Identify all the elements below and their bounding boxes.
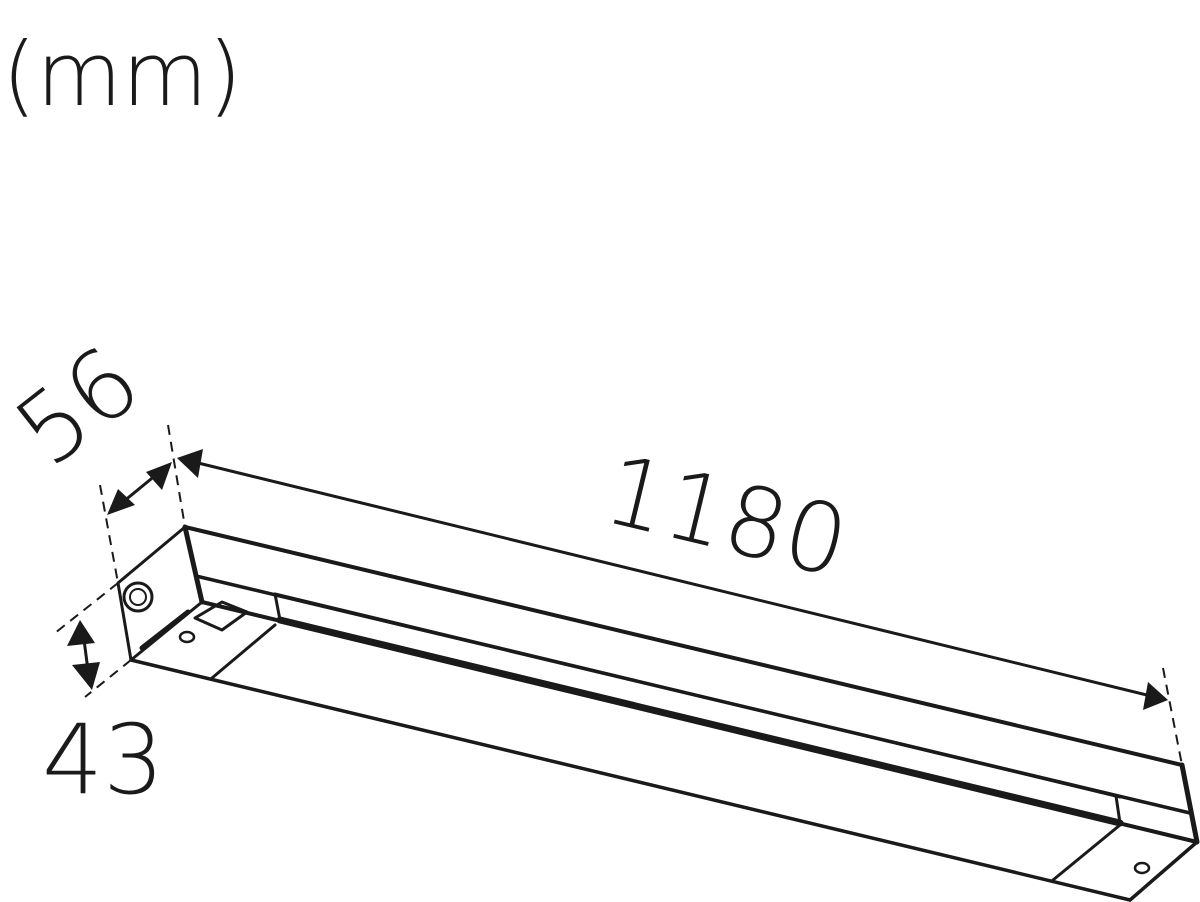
right-end-edge <box>1179 762 1200 845</box>
height-label: 43 <box>42 704 164 816</box>
length-dimension-line <box>189 459 1156 699</box>
width-label: 56 <box>0 325 160 488</box>
screw-icon <box>1133 861 1151 875</box>
units-label: (mm) <box>2 23 242 126</box>
arrowhead <box>1143 682 1168 710</box>
screw-icon <box>178 630 196 644</box>
top-edge <box>183 525 1184 767</box>
bottom-back-edge <box>129 658 1132 902</box>
diffuser-top-line <box>273 592 1122 799</box>
brand-text-mark <box>139 609 191 651</box>
length-label: 1180 <box>595 433 859 599</box>
arrowhead <box>107 489 135 515</box>
dimension-lines <box>54 424 1183 766</box>
front-bottom-edge <box>200 600 1199 844</box>
arrowhead <box>146 462 172 490</box>
arrowhead <box>67 620 95 646</box>
end-edge <box>182 524 205 605</box>
luminaire-outline <box>116 524 1200 902</box>
arrowhead <box>72 662 100 690</box>
logo-mark <box>122 581 154 613</box>
connector-icon <box>193 600 249 632</box>
arrowhead <box>177 449 203 478</box>
